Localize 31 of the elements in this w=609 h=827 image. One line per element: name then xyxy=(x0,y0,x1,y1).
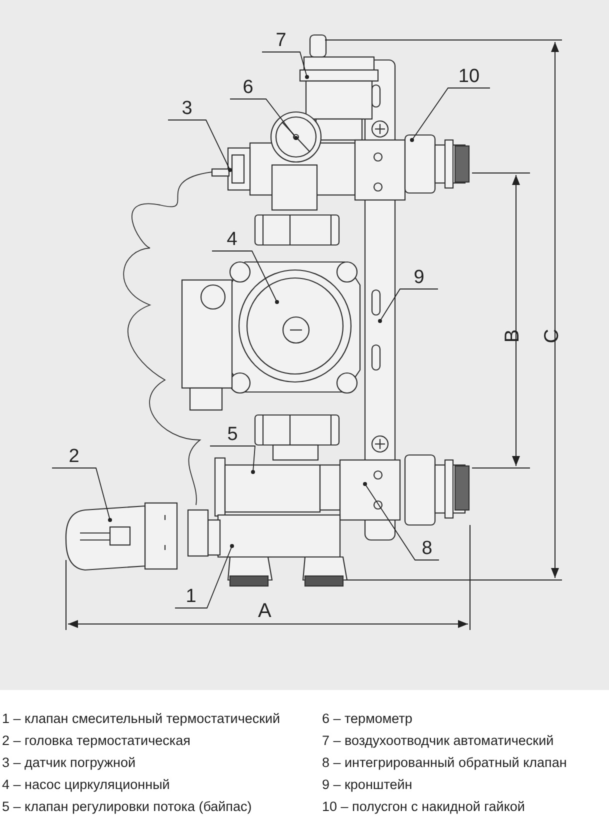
leader-line xyxy=(168,120,232,172)
leader-line xyxy=(212,250,279,304)
legend-entry: 3 – датчик погружной xyxy=(2,754,136,772)
callout-number: 6 xyxy=(230,77,266,99)
legend-entry: 8 – интегрированный обратный клапан xyxy=(322,754,567,772)
leader-line xyxy=(410,88,490,142)
legend-entry: 5 – клапан регулировки потока (байпас) xyxy=(2,798,252,816)
leader-line xyxy=(378,288,438,323)
legend-entry: 2 – головка термостатическая xyxy=(2,732,190,750)
callout-number: 8 xyxy=(415,538,439,560)
leader-line xyxy=(363,482,440,560)
leader-line xyxy=(262,52,309,79)
callout-number: 2 xyxy=(52,446,96,468)
legend-entry: 9 – кронштейн xyxy=(322,776,412,794)
legend-entry: 1 – клапан смесительный термостатический xyxy=(2,710,280,728)
legend-entry: 10 – полусгон с накидной гайкой xyxy=(322,798,525,816)
callout-number: 10 xyxy=(448,66,490,88)
leader-line xyxy=(230,98,298,140)
legend-entry: 7 – воздухоотводчик автоматический xyxy=(322,732,554,750)
dimension-label: A xyxy=(258,600,272,622)
callout-number: 7 xyxy=(262,30,300,52)
leader-line xyxy=(174,544,234,608)
callout-number: 4 xyxy=(212,229,252,251)
callout-number: 3 xyxy=(168,98,206,120)
callout-number: 9 xyxy=(400,267,438,289)
callout-number: 1 xyxy=(175,586,207,608)
leader-line xyxy=(52,468,112,522)
leader-line xyxy=(210,446,256,474)
callout-number: 5 xyxy=(210,424,255,446)
legend-entry: 4 – насос циркуляционный xyxy=(2,776,170,794)
legend-entry: 6 – термометр xyxy=(322,710,412,728)
